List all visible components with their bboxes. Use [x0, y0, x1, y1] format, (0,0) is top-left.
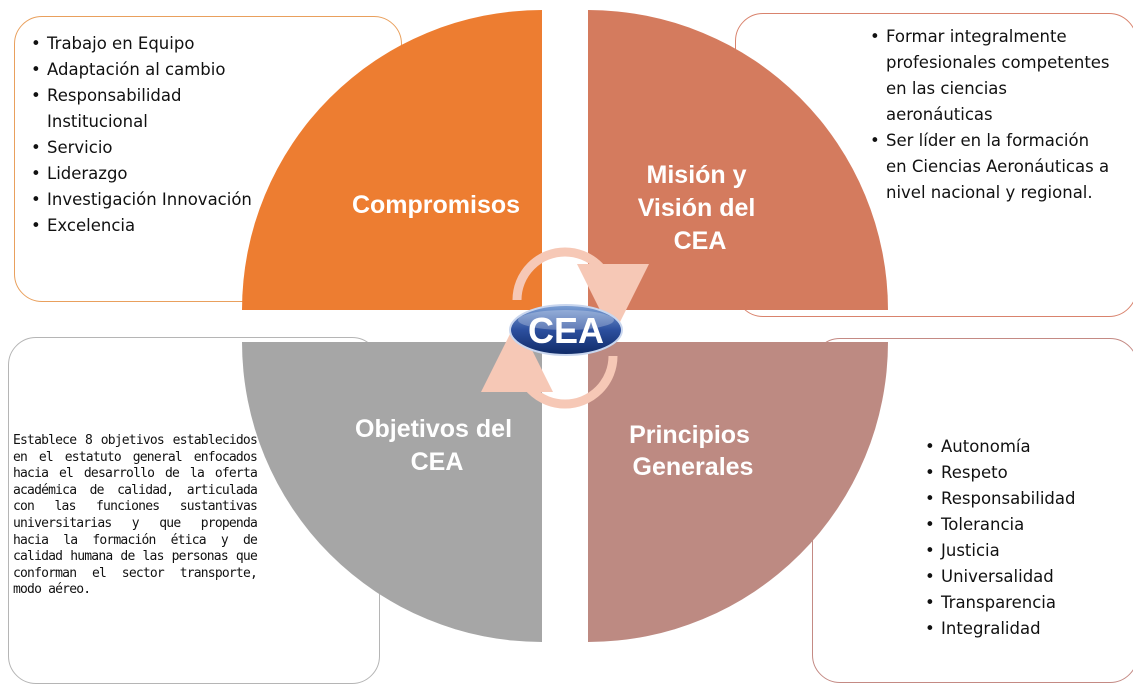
list-item: Trabajo en Equipo	[31, 31, 281, 57]
cea-logo-text: CEA	[528, 310, 604, 351]
list-item: Liderazgo	[31, 161, 281, 187]
mision-vision-list: Formar integralmente profesionales compe…	[870, 24, 1110, 206]
quadrant-principios	[588, 342, 888, 642]
quadrant-compromisos	[242, 10, 542, 310]
list-item: Tolerancia	[925, 512, 1133, 538]
compromisos-list: Trabajo en Equipo Adaptación al cambio R…	[31, 31, 281, 239]
list-item: Respeto	[925, 460, 1133, 486]
list-item: Transparencia	[925, 590, 1133, 616]
cycle-arrow-bottom-icon	[481, 320, 618, 409]
quadrant-mision-vision	[588, 10, 888, 310]
quadrant-title-objetivos: Objetivos del CEA	[355, 415, 519, 476]
list-item: Responsabilidad	[925, 486, 1133, 512]
list-item: Ser líder en la formación en Ciencias Ae…	[870, 128, 1110, 206]
quadrant-title-compromisos: Compromisos	[352, 191, 520, 219]
list-item: Integralidad	[925, 616, 1133, 642]
list-item: Excelencia	[31, 213, 281, 239]
principios-list: Autonomía Respeto Responsabilidad Tolera…	[925, 434, 1133, 642]
cycle-arrow-top-icon	[512, 247, 649, 336]
list-item: Universalidad	[925, 564, 1133, 590]
list-item: Autonomía	[925, 434, 1133, 460]
list-item: Formar integralmente profesionales compe…	[870, 24, 1110, 128]
quadrant-title-principios: Principios Generales	[629, 421, 757, 481]
list-item: Justicia	[925, 538, 1133, 564]
quadrant-title-mision-vision: Misión y Visión del CEA	[638, 161, 763, 255]
list-item: Responsabilidad Institucional	[31, 83, 281, 135]
quadrant-objetivos	[242, 342, 542, 642]
objetivos-text: Establece 8 objetivos establecidos en el…	[13, 433, 258, 598]
list-item: Adaptación al cambio	[31, 57, 281, 83]
list-item: Servicio	[31, 135, 281, 161]
cea-logo: CEA	[509, 304, 623, 356]
list-item: Investigación Innovación	[31, 187, 281, 213]
